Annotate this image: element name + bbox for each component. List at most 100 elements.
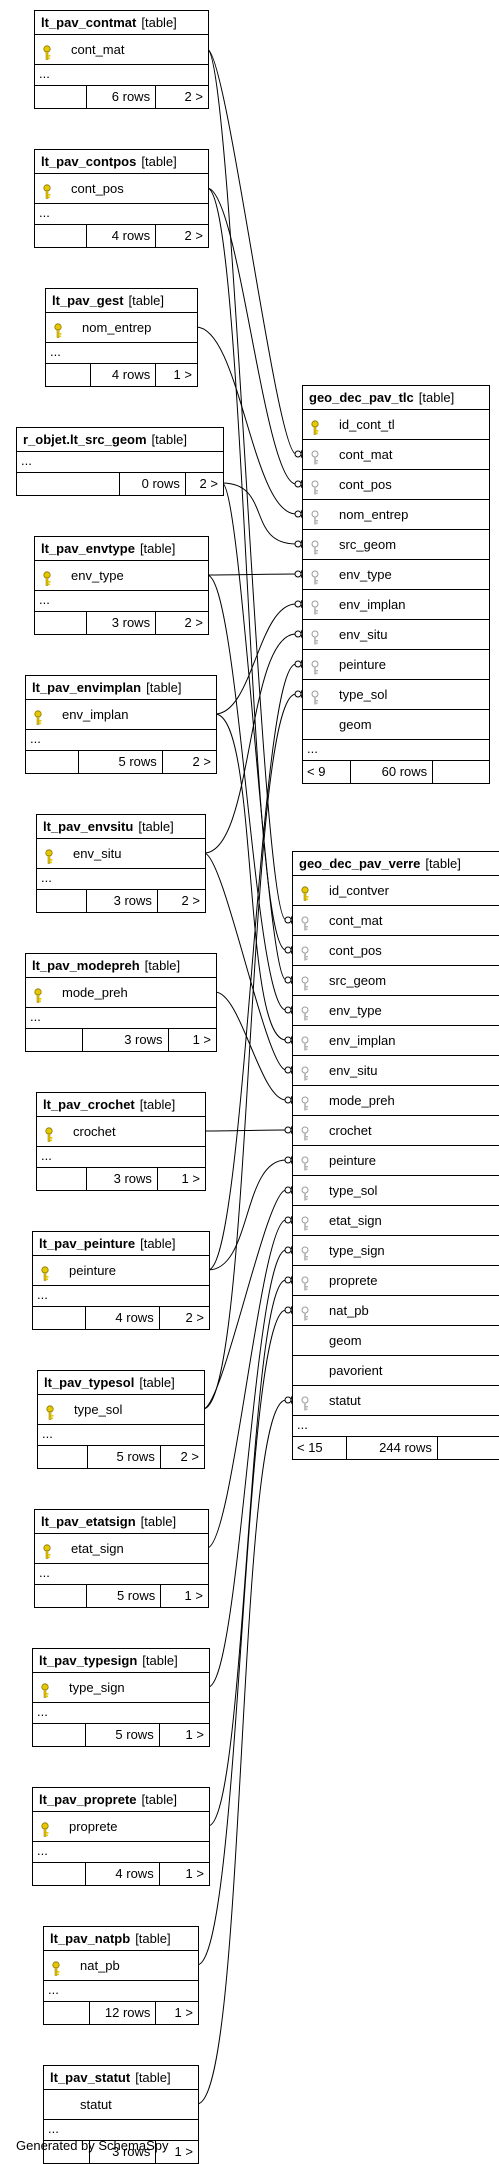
column-row[interactable]: src_geom	[303, 530, 489, 560]
children-count[interactable]	[438, 1437, 499, 1459]
column-row[interactable]: etat_sign	[293, 1206, 499, 1236]
column-row[interactable]: cont_pos	[293, 936, 499, 966]
parents-count[interactable]	[44, 2002, 91, 2024]
column-row[interactable]: proprete	[293, 1266, 499, 1296]
column-row[interactable]: proprete	[33, 1812, 209, 1842]
parents-count[interactable]	[26, 1029, 83, 1051]
children-count[interactable]: 1 >	[192, 1032, 211, 1047]
column-row[interactable]: env_situ	[37, 839, 205, 869]
children-count[interactable]: 1 >	[185, 1866, 204, 1881]
children-count[interactable]: 2 >	[192, 754, 211, 769]
table-lt-pav-etatsign[interactable]: lt_pav_etatsign[table]etat_sign...5 rows…	[34, 1509, 209, 1608]
parents-count[interactable]	[35, 1585, 87, 1607]
column-row[interactable]: peinture	[33, 1256, 209, 1286]
column-row[interactable]: geom	[293, 1326, 499, 1356]
column-row[interactable]: type_sign	[293, 1236, 499, 1266]
column-row[interactable]: peinture	[303, 650, 489, 680]
parents-count[interactable]: < 9	[303, 761, 352, 783]
children-count[interactable]	[433, 761, 489, 783]
column-row[interactable]: id_contver	[293, 876, 499, 906]
children-count[interactable]: 2 >	[185, 1310, 204, 1325]
parents-count[interactable]	[46, 364, 92, 386]
column-row[interactable]: env_type	[303, 560, 489, 590]
parents-count[interactable]	[35, 225, 87, 247]
column-row[interactable]: geom	[303, 710, 489, 740]
column-row[interactable]: env_implan	[303, 590, 489, 620]
column-row[interactable]: env_situ	[293, 1056, 499, 1086]
column-row[interactable]: nat_pb	[293, 1296, 499, 1326]
column-row[interactable]: type_sol	[293, 1176, 499, 1206]
column-row[interactable]: nom_entrep	[46, 313, 197, 343]
parents-count[interactable]	[37, 1168, 88, 1190]
parents-count[interactable]	[38, 1446, 88, 1468]
column-row[interactable]: cont_mat	[303, 440, 489, 470]
column-row[interactable]: pavorient	[293, 1356, 499, 1386]
column-row[interactable]: etat_sign	[35, 1534, 208, 1564]
children-count[interactable]: 2 >	[199, 476, 218, 491]
children-count[interactable]: 2 >	[180, 1449, 199, 1464]
children-count[interactable]: 1 >	[174, 2005, 193, 2020]
column-row[interactable]: id_cont_tl	[303, 410, 489, 440]
parents-count[interactable]	[35, 86, 87, 108]
children-count[interactable]: 2 >	[181, 893, 200, 908]
column-row[interactable]: statut	[44, 2090, 198, 2120]
parents-count[interactable]	[44, 2141, 91, 2163]
column-row[interactable]: crochet	[293, 1116, 499, 1146]
parents-count[interactable]	[33, 1307, 86, 1329]
table-lt-pav-modepreh[interactable]: lt_pav_modepreh[table]mode_preh...3 rows…	[25, 953, 217, 1052]
column-row[interactable]: type_sign	[33, 1673, 209, 1703]
column-row[interactable]: cont_pos	[303, 470, 489, 500]
parents-count[interactable]	[26, 751, 80, 773]
children-count[interactable]: 1 >	[181, 1171, 200, 1186]
children-count[interactable]: 1 >	[173, 367, 192, 382]
column-row[interactable]: statut	[293, 1386, 499, 1416]
column-row[interactable]: mode_preh	[293, 1086, 499, 1116]
parents-count[interactable]	[17, 473, 120, 495]
column-row[interactable]: cont_mat	[35, 35, 208, 65]
parents-count[interactable]	[33, 1863, 86, 1885]
children-count[interactable]: 1 >	[174, 2144, 193, 2159]
table-kind: [table]	[139, 541, 176, 556]
children-count[interactable]: 2 >	[184, 615, 203, 630]
column-row[interactable]: src_geom	[293, 966, 499, 996]
table-lt-pav-envimplan[interactable]: lt_pav_envimplan[table]env_implan...5 ro…	[25, 675, 217, 774]
parents-count[interactable]	[33, 1724, 86, 1746]
parents-count[interactable]: < 15	[293, 1437, 347, 1459]
column-row[interactable]: type_sol	[38, 1395, 204, 1425]
column-row[interactable]: nom_entrep	[303, 500, 489, 530]
column-row[interactable]: type_sol	[303, 680, 489, 710]
parents-count[interactable]	[35, 612, 87, 634]
column-row[interactable]: crochet	[37, 1117, 205, 1147]
children-count[interactable]: 1 >	[185, 1727, 204, 1742]
column-row[interactable]: env_situ	[303, 620, 489, 650]
column-row[interactable]: cont_pos	[35, 174, 208, 204]
column-row[interactable]: env_type	[35, 561, 208, 591]
parents-count[interactable]	[37, 890, 88, 912]
column-row[interactable]: env_implan	[293, 1026, 499, 1056]
column-row[interactable]: mode_preh	[26, 978, 216, 1008]
children-count[interactable]: 2 >	[184, 89, 203, 104]
children-count[interactable]: 2 >	[184, 228, 203, 243]
column-row[interactable]: cont_mat	[293, 906, 499, 936]
column-row[interactable]: env_implan	[26, 700, 216, 730]
column-row[interactable]: nat_pb	[44, 1951, 198, 1981]
column-row[interactable]: peinture	[293, 1146, 499, 1176]
table-lt-pav-typesign[interactable]: lt_pav_typesign[table]type_sign...5 rows…	[32, 1648, 210, 1747]
column-row[interactable]: env_type	[293, 996, 499, 1026]
children-count[interactable]: 1 >	[184, 1588, 203, 1603]
crow-foot-marker	[300, 659, 303, 669]
